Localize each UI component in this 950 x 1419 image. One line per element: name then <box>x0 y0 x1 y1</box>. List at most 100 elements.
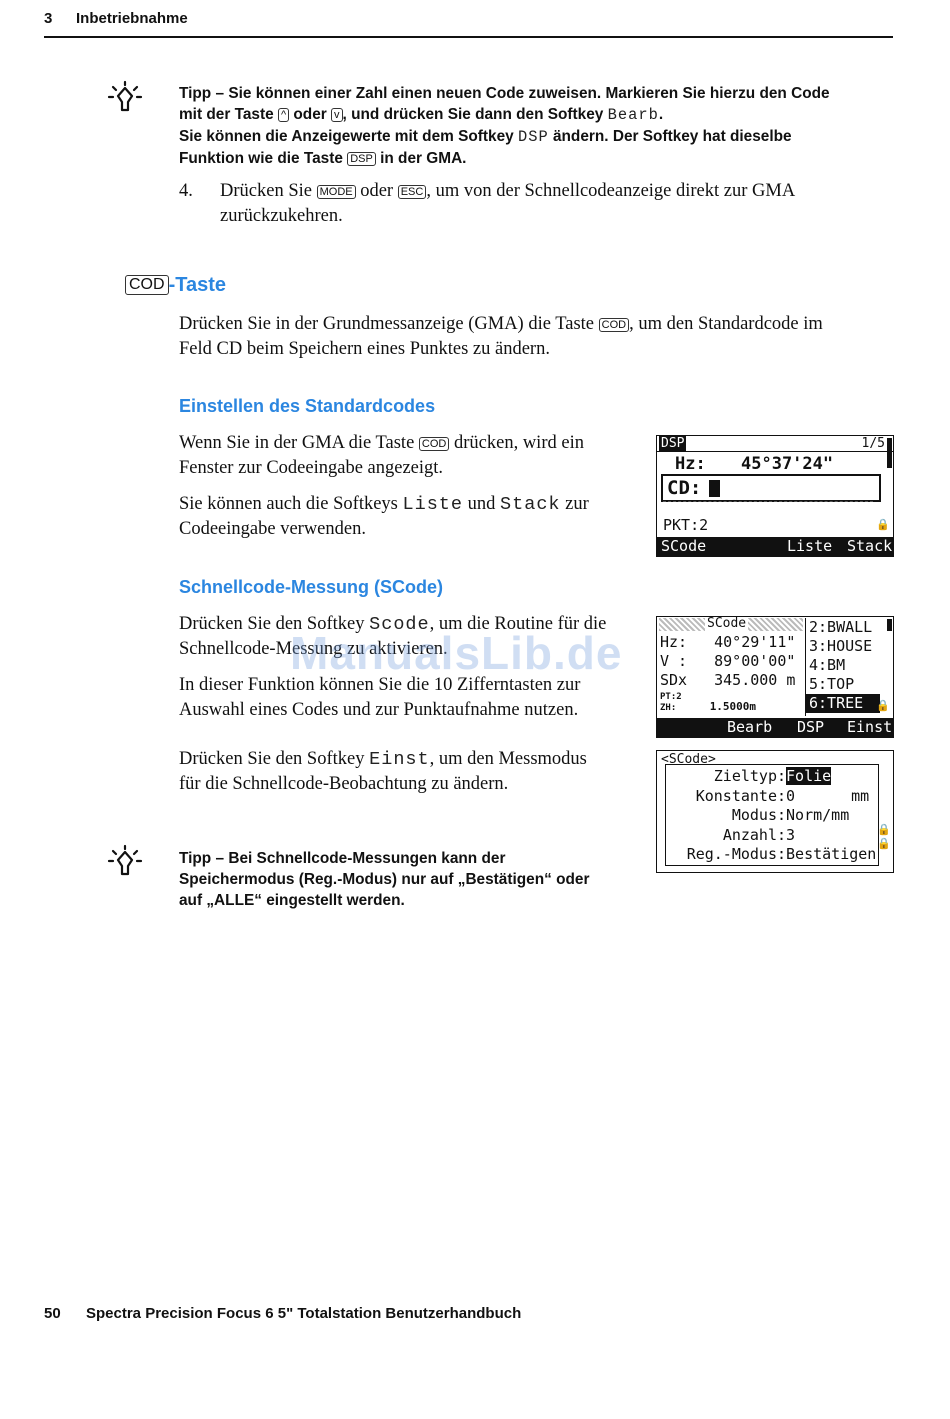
lcd-divider <box>663 501 873 502</box>
paragraph: Drücken Sie den Softkey Einst, um den Me… <box>179 747 649 797</box>
paragraph-text: Fenster zur Codeeingabe angezeigt. <box>179 458 444 478</box>
paragraph-text: In dieser Funktion können Sie die 10 Zif… <box>179 675 581 695</box>
lcd-softkey-stack[interactable]: Stack <box>847 537 893 555</box>
subsection-title: Schnellcode-Messung (SCode) <box>179 577 444 597</box>
lcd-label: Reg.-Modus <box>686 845 777 863</box>
lcd-screen-scode: SCode Hz: 40°29'11" V : 89°00'00" SDx 34… <box>656 616 894 738</box>
lcd-title-bar: SCode <box>659 616 803 631</box>
lcd-settings-row: Modus:Norm/mm <box>657 806 883 826</box>
lcd-scrollbar <box>887 438 892 468</box>
lcd-pt-zh: PT:2 ZH: 1.5000m <box>660 692 756 713</box>
lcd-softkey-scode[interactable]: SCode <box>661 537 707 555</box>
lcd-zh-label: ZH: <box>660 703 677 713</box>
lcd-point: PT:2 <box>660 692 682 702</box>
lcd-softkey-bar: SCode Liste Stack <box>657 537 893 556</box>
tip-line: mit der Taste ^ oder v, und drücken Sie … <box>179 104 899 126</box>
paragraph-text: , um die Routine für die <box>429 614 607 634</box>
tip-text: Sie können einer Zahl einen neuen Code z… <box>228 85 830 102</box>
lcd-title-bar: DSP 1/5 <box>657 436 893 452</box>
lightbulb-icon <box>107 80 143 123</box>
lcd-settings-row: Reg.-Modus:Bestätigen <box>657 845 883 865</box>
step-text-part: oder <box>360 181 394 201</box>
paragraph-text: , um den Messmodus <box>429 749 587 769</box>
tip-box: Tipp – Bei Schnellcode-Messungen kann de… <box>179 848 649 911</box>
paragraph-text: Wenn Sie in der GMA die Taste <box>179 433 415 453</box>
tip-box: Tipp – Sie können einer Zahl einen neuen… <box>179 83 899 169</box>
lcd-code-list: 2:BWALL 3:HOUSE 4:BM 5:TOP 6:TREE <box>805 618 880 716</box>
page-footer: 50 Spectra Precision Focus 6 5" Totalstat… <box>44 1305 521 1322</box>
paragraph: Drücken Sie in der Grundmessanzeige (GMA… <box>179 312 899 362</box>
lcd-value[interactable]: Bestätigen <box>786 845 877 863</box>
tip-label: Tipp – <box>179 85 225 102</box>
key-cod: COD <box>125 275 169 295</box>
lcd-label: Konstante <box>695 786 777 805</box>
key-esc: ESC <box>397 185 427 199</box>
lcd-softkey-bar: Bearb DSP Einst <box>657 718 893 737</box>
lcd-softkey-einst[interactable]: Einst <box>847 718 893 736</box>
lcd-value[interactable]: 0 <box>786 786 796 805</box>
lcd-settings-frame <box>665 764 879 866</box>
lcd-softkey-bearb[interactable]: Bearb <box>727 718 773 736</box>
key-up: ^ <box>277 108 290 122</box>
step-number: 4. <box>179 181 193 201</box>
lcd-unit: mm <box>851 786 870 805</box>
paragraph-text: zur <box>565 494 589 514</box>
lcd-value[interactable]: Norm/mm <box>786 806 850 824</box>
lcd-zh-value: 1.5000m <box>709 700 757 713</box>
tip-line: Tipp – Sie können einer Zahl einen neuen… <box>179 83 899 104</box>
paragraph-text: Codeeingabe verwenden. <box>179 519 366 539</box>
softkey-bearb: Bearb <box>607 106 659 124</box>
lcd-row: V : 89°00'00" <box>660 652 795 671</box>
lcd-label: Modus <box>731 806 777 824</box>
lightbulb-icon <box>107 844 143 887</box>
softkey-liste: Liste <box>402 494 464 515</box>
tip-text: in der GMA. <box>380 150 467 167</box>
watermark: ManualsLib.de <box>290 627 623 679</box>
lcd-code-item[interactable]: 3:HOUSE <box>809 637 873 655</box>
paragraph: Wenn Sie in der GMA die Taste COD drücke… <box>179 431 649 481</box>
step-text-part: zurückzukehren. <box>220 206 343 226</box>
paragraph-text: Schnellcode-Messung zu aktivieren. <box>179 639 448 659</box>
paragraph-text: und <box>467 494 496 514</box>
lcd-screen-code-input: DSP 1/5 Hz: 45°37'24" CD: PKT:2 SCode Li… <box>656 435 894 557</box>
lcd-title: SCode <box>705 616 749 631</box>
step-text-part: , um von der Schnellcodeanzeige direkt z… <box>426 181 796 201</box>
lcd-value[interactable]: 3 <box>786 825 796 844</box>
lcd-code-item[interactable]: 5:TOP <box>809 675 855 693</box>
paragraph-text: Sie können auch die Softkeys <box>179 494 398 514</box>
lcd-row: SDx 345.000 m <box>660 671 795 690</box>
lcd-softkey-liste[interactable]: Liste <box>787 537 833 555</box>
footer-title: Spectra Precision Focus 6 5" Totalstatio… <box>86 1305 522 1322</box>
paragraph-text: drücken, wird ein <box>453 433 584 453</box>
subsection-title: Einstellen des Standardcodes <box>179 396 436 416</box>
tip-text: , und drücken Sie dann den Softkey <box>342 106 604 123</box>
tip-line: auf „ALLE“ eingestellt werden. <box>179 892 405 909</box>
softkey-einst: Einst <box>369 749 430 770</box>
key-mode: MODE <box>316 185 356 199</box>
lcd-value: 345.000 m <box>714 671 796 689</box>
paragraph-text: Auswahl eines Codes und zur Punktaufnahm… <box>179 700 579 720</box>
lcd-cd-label: CD: <box>667 477 702 499</box>
tip-text: Funktion wie die Taste <box>179 150 343 167</box>
lcd-code-item[interactable]: 4:BM <box>809 656 846 674</box>
tip-label: Tipp – <box>179 850 225 867</box>
softkey-dsp: DSP <box>517 128 549 146</box>
lcd-code-item-selected[interactable]: 6:TREE <box>806 694 880 713</box>
lcd-point-number: PKT:2 <box>663 516 709 534</box>
lcd-softkey-dsp[interactable]: DSP <box>797 718 825 736</box>
tip-text: . <box>658 106 664 123</box>
softkey-scode: Scode <box>369 614 430 635</box>
page-number: 50 <box>44 1305 61 1322</box>
lcd-value: 40°29'11" <box>714 633 796 651</box>
paragraph: Drücken Sie den Softkey Scode, um die Ro… <box>179 612 649 662</box>
lcd-code-item[interactable]: 2:BWALL <box>809 618 873 636</box>
tip-text: oder <box>293 106 327 123</box>
step-text: Drücken Sie MODE oder ESC, um von der Sc… <box>220 179 880 229</box>
lock-icon: 🔒 <box>876 699 890 712</box>
lcd-hz-value: 45°37'24" <box>741 454 834 474</box>
lcd-value-selected[interactable]: Folie <box>786 767 832 785</box>
step-text-part: Drücken Sie <box>220 181 312 201</box>
lcd-label: V : <box>660 652 688 670</box>
